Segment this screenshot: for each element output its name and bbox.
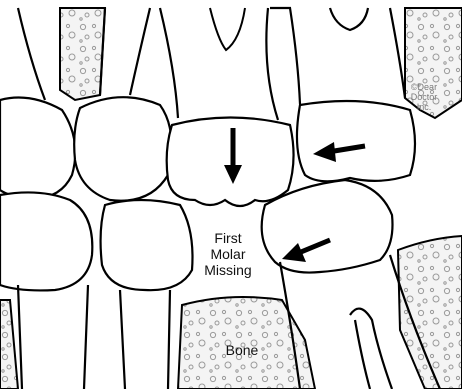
- missing-molar-label-line1: First: [198, 230, 258, 246]
- missing-molar-label: First Molar Missing: [198, 230, 258, 278]
- upper-root-canal: [210, 8, 245, 50]
- upper-root-3: [160, 8, 278, 120]
- lower-tooth-crown-1: [0, 192, 92, 290]
- upper-tooth-crown-2: [74, 97, 171, 201]
- bone-region-lower-left: [0, 300, 18, 389]
- copyright-line1: ©Dear: [404, 82, 444, 92]
- upper-root-2: [100, 8, 150, 95]
- upper-root-4: [270, 8, 405, 104]
- lower-tooth-crown-2: [101, 200, 193, 290]
- bone-label: Bone: [212, 342, 272, 358]
- upper-molar-crown-supraerupted: [167, 118, 294, 207]
- missing-molar-label-line2: Molar: [198, 246, 258, 262]
- copyright-line3: Inc.: [404, 102, 444, 112]
- upper-root-left: [18, 8, 45, 100]
- upper-molar-crown-right: [297, 101, 415, 181]
- missing-molar-label-line3: Missing: [198, 262, 258, 278]
- bone-region-upper-left: [60, 8, 105, 100]
- copyright-watermark: ©Dear Doctor Inc.: [404, 82, 444, 112]
- copyright-line2: Doctor: [404, 92, 444, 102]
- upper-tooth-crown-1: [0, 98, 75, 199]
